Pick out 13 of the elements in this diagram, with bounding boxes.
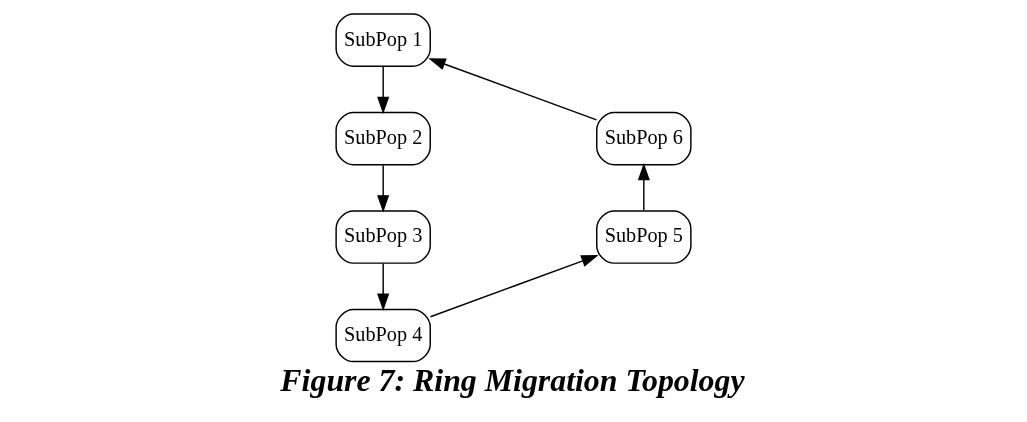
arrow [377,262,390,311]
arrow [377,164,390,213]
node-box: SubPop 1 [335,13,431,67]
node-box: SubPop 5 [596,210,692,264]
node-box: SubPop 6 [596,111,692,166]
arrow [377,65,390,115]
node-box: SubPop 3 [335,210,431,264]
node-box: SubPop 4 [335,308,431,363]
caption: Figure 7: Ring Migration Topology [280,363,745,399]
arrow [637,162,650,212]
node-box: SubPop 2 [335,111,431,166]
arrow [429,255,599,318]
arrow [428,58,598,121]
